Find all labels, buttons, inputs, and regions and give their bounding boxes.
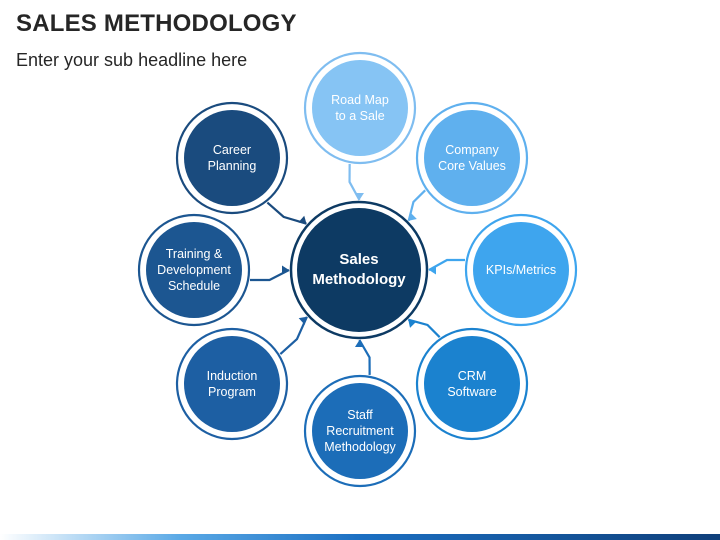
node-kpis-metrics: KPIs/Metrics <box>464 213 578 327</box>
center-label-line: Methodology <box>312 271 406 288</box>
connector-arrow-icon <box>298 316 307 325</box>
page-title: SALES METHODOLOGY <box>16 10 297 37</box>
node-label: CRM Software <box>447 369 496 399</box>
node-label-line: Company <box>445 143 499 157</box>
connector-arrow-icon <box>408 319 417 328</box>
node-label-line: Career <box>213 143 251 157</box>
node-crm-software: CRM Software <box>415 327 529 441</box>
node-label-line: Training & <box>166 247 223 261</box>
connector-arrow-icon <box>408 212 417 221</box>
node-circle <box>473 222 569 318</box>
node-label-line: Software <box>447 385 496 399</box>
node-circle <box>312 60 408 156</box>
bottom-accent-bar <box>0 534 720 540</box>
node-label: KPIs/Metrics <box>486 263 556 277</box>
connector-arrow-icon <box>354 339 364 348</box>
node-circle <box>184 110 280 206</box>
center-circle <box>297 208 421 332</box>
node-label-line: KPIs/Metrics <box>486 263 556 277</box>
node-label-line: Methodology <box>324 440 396 454</box>
connector-arrow-icon <box>354 192 364 201</box>
node-circle <box>184 336 280 432</box>
node-label-line: Program <box>208 385 256 399</box>
connector-line <box>279 316 308 355</box>
node-label-line: Induction <box>207 369 258 383</box>
connector-arrow-icon <box>282 265 289 275</box>
node-circle <box>424 336 520 432</box>
node-circle <box>146 222 242 318</box>
node-label: Road Map to a Sale <box>331 93 389 123</box>
node-label-line: Development <box>157 263 231 277</box>
connector-arrow-icon <box>298 215 307 224</box>
connector-line <box>266 201 307 225</box>
node-label-line: Recruitment <box>326 424 394 438</box>
node-label-line: Schedule <box>168 279 220 293</box>
connector-arrow-icon <box>429 265 436 275</box>
page-subtitle: Enter your sub headline here <box>16 50 248 70</box>
node-circle <box>312 383 408 479</box>
node-road-map: Road Map to a Sale <box>303 51 417 165</box>
node-label-line: Planning <box>208 159 257 173</box>
node-label-line: Staff <box>347 408 373 422</box>
node-circle <box>424 110 520 206</box>
node-label-line: Core Values <box>438 159 506 173</box>
node-label-line: CRM <box>458 369 486 383</box>
node-label-line: Road Map <box>331 93 389 107</box>
node-label-line: to a Sale <box>335 109 384 123</box>
center-label-line: Sales <box>339 251 378 268</box>
